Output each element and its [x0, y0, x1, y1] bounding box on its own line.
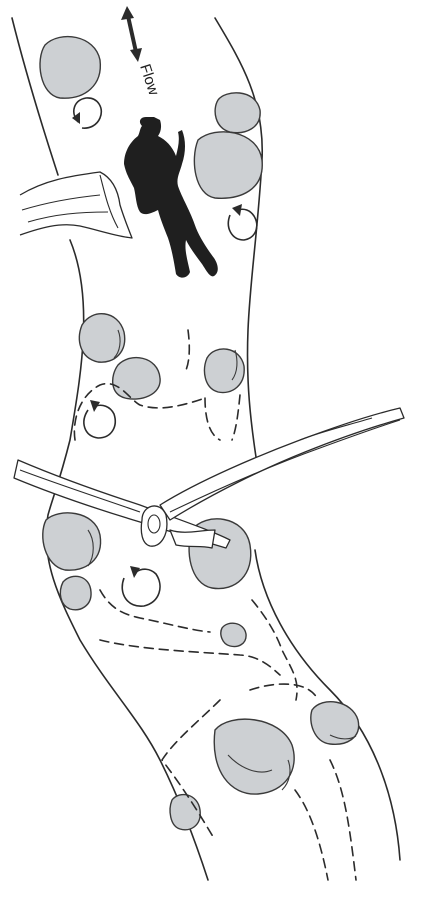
eddy-circular-arrow-icon	[122, 566, 160, 606]
rock	[40, 37, 100, 99]
eddy-circular-arrow-icon	[84, 400, 115, 438]
eddy-circular-arrow-icon	[72, 98, 101, 128]
rock	[43, 513, 101, 570]
rock	[221, 623, 246, 646]
flow-indicator: Flow	[121, 6, 162, 98]
rock	[113, 358, 160, 399]
double-arrow-icon	[121, 6, 142, 62]
rock	[215, 93, 260, 133]
rock	[79, 314, 124, 363]
upper-log	[20, 172, 132, 238]
rock	[60, 576, 91, 609]
eddy-circular-arrow-icon	[228, 204, 256, 240]
rock	[170, 795, 200, 830]
rock	[205, 349, 245, 393]
rock	[214, 719, 294, 794]
flow-label: Flow	[136, 62, 162, 98]
current-lines	[74, 330, 356, 880]
rock	[194, 132, 262, 198]
log-knot	[141, 506, 167, 546]
